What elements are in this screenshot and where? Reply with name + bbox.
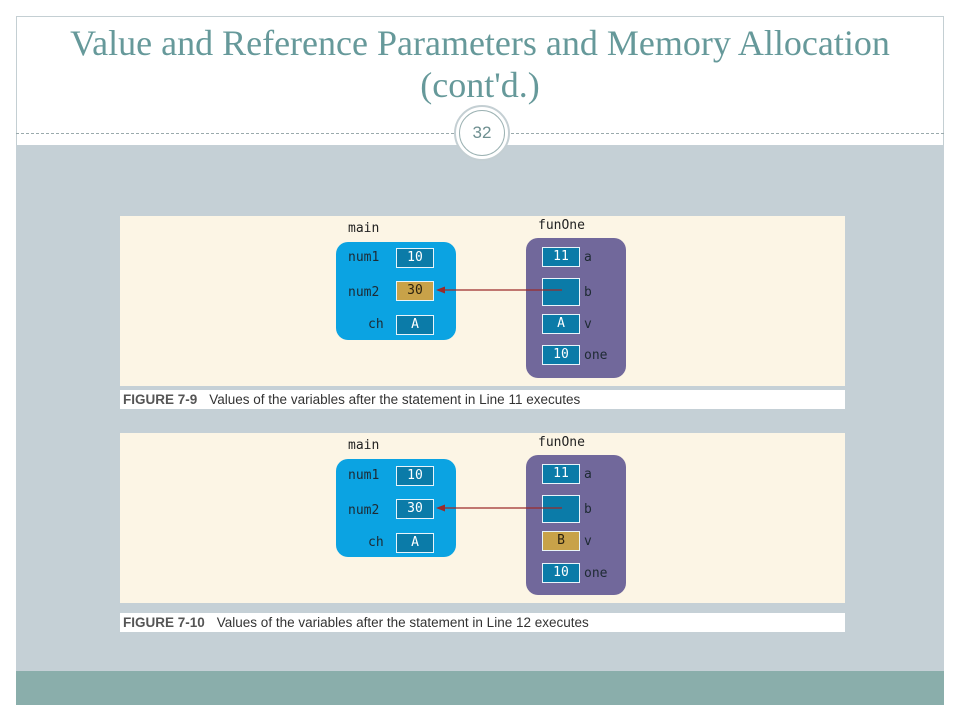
funone-frame: 11 a b B v 10 one <box>526 455 626 595</box>
var-name-ch: ch <box>368 317 384 332</box>
reference-arrow <box>436 504 562 512</box>
var-name-num2: num2 <box>348 503 380 518</box>
param-cell-b <box>542 495 580 523</box>
param-name-v: v <box>584 534 592 549</box>
caption-number: FIGURE 7-9 <box>123 392 198 407</box>
figure-7-10: main funOne num1 10 num2 30 ch A 11 a b … <box>120 433 845 603</box>
funone-label: funOne <box>538 218 585 233</box>
param-name-v: v <box>584 317 592 332</box>
reference-arrow <box>436 286 562 294</box>
main-label: main <box>348 221 380 236</box>
figure-caption: FIGURE 7-9 Values of the variables after … <box>120 390 845 409</box>
param-cell-one: 10 <box>542 563 580 583</box>
funone-label: funOne <box>538 435 585 450</box>
main-label: main <box>348 438 380 453</box>
main-frame: num1 10 num2 30 ch A <box>336 459 456 557</box>
slide-title: Value and Reference Parameters and Memor… <box>70 23 890 105</box>
param-name-one: one <box>584 348 608 363</box>
var-name-num1: num1 <box>348 250 380 265</box>
param-cell-a: 11 <box>542 464 580 484</box>
page-number: 32 <box>459 110 505 156</box>
caption-text: Values of the variables after the statem… <box>216 615 589 630</box>
param-cell-v: A <box>542 314 580 334</box>
param-name-a: a <box>584 467 592 482</box>
param-cell-b <box>542 278 580 306</box>
var-name-ch: ch <box>368 535 384 550</box>
funone-frame: 11 a b A v 10 one <box>526 238 626 378</box>
var-cell-ch: A <box>396 315 434 335</box>
param-name-one: one <box>584 566 608 581</box>
var-cell-ch: A <box>396 533 434 553</box>
page-number-badge: 32 <box>454 105 510 161</box>
var-name-num2: num2 <box>348 285 380 300</box>
param-name-b: b <box>584 285 592 300</box>
var-cell-num1: 10 <box>396 466 434 486</box>
figure-7-9: main funOne num1 10 num2 30 ch A 11 a b … <box>120 216 845 386</box>
var-name-num1: num1 <box>348 468 380 483</box>
caption-number: FIGURE 7-10 <box>123 615 205 630</box>
param-cell-v: B <box>542 531 580 551</box>
var-cell-num1: 10 <box>396 248 434 268</box>
param-name-a: a <box>584 250 592 265</box>
param-name-b: b <box>584 502 592 517</box>
main-frame: num1 10 num2 30 ch A <box>336 242 456 340</box>
footer-band <box>16 671 944 705</box>
var-cell-num2: 30 <box>396 499 434 519</box>
param-cell-one: 10 <box>542 345 580 365</box>
param-cell-a: 11 <box>542 247 580 267</box>
caption-text: Values of the variables after the statem… <box>209 392 581 407</box>
figure-caption: FIGURE 7-10 Values of the variables after… <box>120 613 845 632</box>
var-cell-num2: 30 <box>396 281 434 301</box>
